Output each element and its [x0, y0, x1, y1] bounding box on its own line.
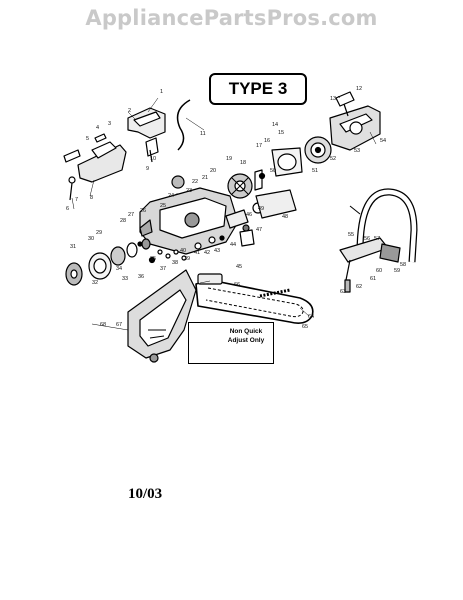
part-number: 54 [380, 138, 386, 144]
part-number: 8 [90, 195, 93, 201]
part-number: 9 [146, 166, 149, 172]
sprocket-cover-group [127, 269, 197, 363]
clutch-group [65, 236, 216, 286]
part-number: 37 [160, 266, 166, 272]
starter-housing-group [304, 91, 381, 164]
note-text: Non Quick Adjust Only [227, 328, 265, 344]
part-number: 4 [96, 125, 99, 131]
part-number: 11 [200, 131, 206, 137]
part-number: 2 [128, 108, 131, 114]
site-watermark: AppliancePartsPros.com [85, 6, 378, 30]
part-number: 25 [160, 203, 166, 209]
part-number-labels: 1 2 3 4 5 6 7 8 9 10 11 12 13 14 15 16 1… [66, 86, 406, 358]
part-number: 68 [100, 322, 106, 328]
part-number: 15 [278, 130, 284, 136]
part-number: 63 [340, 289, 346, 295]
part-number: 12 [356, 86, 362, 92]
part-number: 60 [376, 268, 382, 274]
part-number: 24 [168, 193, 174, 199]
part-number: 21 [202, 175, 208, 181]
front-handle-group [339, 188, 418, 293]
part-number: 42 [204, 250, 210, 256]
part-number: 30 [88, 236, 94, 242]
guide-bar-group [195, 273, 314, 324]
part-number: 41 [194, 250, 200, 256]
part-number: 23 [186, 188, 192, 194]
part-number: 43 [214, 248, 220, 254]
part-number: 6 [66, 206, 69, 212]
part-number: 52 [330, 156, 336, 162]
screws-group [137, 172, 266, 264]
part-number: 67 [116, 322, 122, 328]
part-number: 49 [258, 206, 264, 212]
type-label: TYPE 3 [228, 79, 288, 98]
revision-date: 10/03 [128, 486, 163, 502]
part-number: 16 [264, 138, 270, 144]
part-number: 7 [75, 197, 78, 203]
part-number: 34 [116, 266, 122, 272]
part-number: 14 [272, 122, 278, 128]
part-number: 50 [270, 168, 276, 174]
muffler-group [254, 147, 303, 191]
part-number: 1 [160, 89, 163, 95]
leader-lines [71, 95, 377, 331]
part-number: 64 [308, 314, 314, 320]
part-number: 48 [282, 214, 288, 220]
part-number: 38 [172, 260, 178, 266]
part-number: 45 [236, 264, 242, 270]
part-number: 17 [256, 143, 262, 149]
part-number: 27 [128, 212, 134, 218]
part-number: 57 [374, 236, 380, 242]
part-number: 22 [192, 179, 198, 185]
part-number: 65 [302, 324, 308, 330]
part-number: 40 [180, 248, 186, 254]
part-number: 10 [150, 156, 156, 162]
part-number: 13 [330, 96, 336, 102]
engine-body-group [139, 187, 297, 255]
part-number: 58 [400, 262, 406, 268]
part-number: 55 [348, 232, 354, 238]
part-number: 3 [108, 121, 111, 127]
part-number: 35 [150, 256, 156, 262]
part-number: 53 [354, 148, 360, 154]
part-number: 20 [210, 168, 216, 174]
part-number: 28 [120, 218, 126, 224]
part-number: 5 [86, 136, 89, 142]
part-number: 32 [92, 280, 98, 286]
part-number: 29 [96, 230, 102, 236]
note-box [188, 322, 274, 364]
type-label-box: TYPE 3 [209, 73, 307, 105]
handle-bracket-group [127, 99, 191, 163]
part-number: 56 [364, 236, 370, 242]
part-number: 44 [230, 242, 236, 248]
part-number: 51 [312, 168, 318, 174]
part-number: 26 [140, 208, 146, 214]
part-number: 36 [138, 274, 144, 280]
part-number: 33 [122, 276, 128, 282]
part-number: 61 [370, 276, 376, 282]
part-number: 19 [226, 156, 232, 162]
part-number: 47 [256, 227, 262, 233]
part-number: 59 [394, 268, 400, 274]
part-number: 62 [356, 284, 362, 290]
part-number: 46 [246, 212, 252, 218]
part-number: 66 [234, 282, 240, 288]
throttle-handle-group [63, 133, 127, 201]
part-number: 31 [70, 244, 76, 250]
part-number: 18 [240, 160, 246, 166]
part-number: 39 [184, 256, 190, 262]
